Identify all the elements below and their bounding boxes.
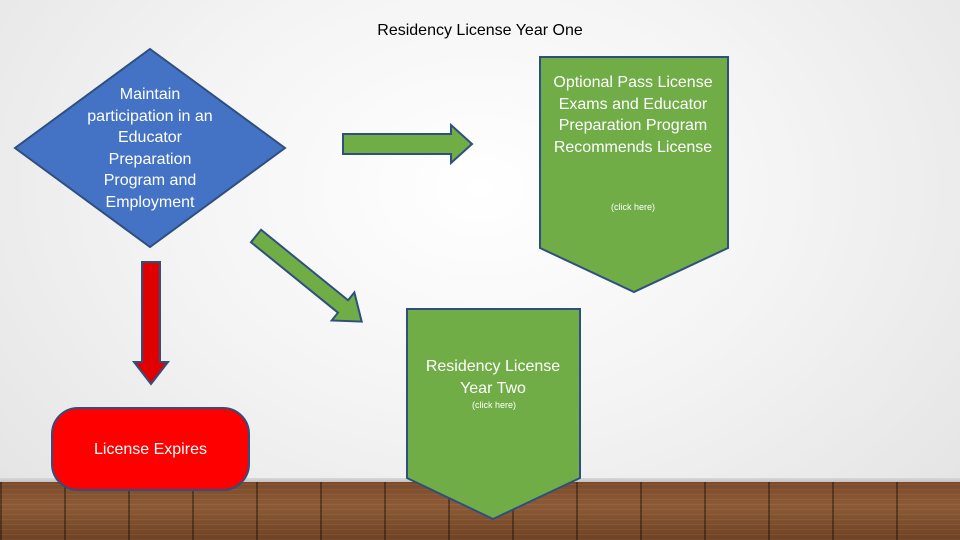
year-two-shape[interactable] xyxy=(406,308,581,521)
license-expires-label: License Expires xyxy=(94,441,207,458)
license-expires-shape xyxy=(51,407,250,491)
optional-pass-click-link[interactable]: (click here) xyxy=(610,202,655,212)
year-two-click-link[interactable]: (click here) xyxy=(471,400,516,410)
down-arrow xyxy=(131,261,171,386)
diagram-title: Residency License Year One xyxy=(377,22,583,39)
optional-pass-label: Optional Pass License Exams and Educator… xyxy=(553,74,713,156)
right-arrow xyxy=(342,122,474,166)
maintain-label: Maintain participation in an Educator Pr… xyxy=(87,86,213,211)
year-two-label: Residency License Year Two xyxy=(425,358,561,397)
maintain-diamond xyxy=(13,47,287,249)
optional-pass-shape[interactable] xyxy=(539,56,729,294)
diagonal-arrow xyxy=(249,228,363,323)
